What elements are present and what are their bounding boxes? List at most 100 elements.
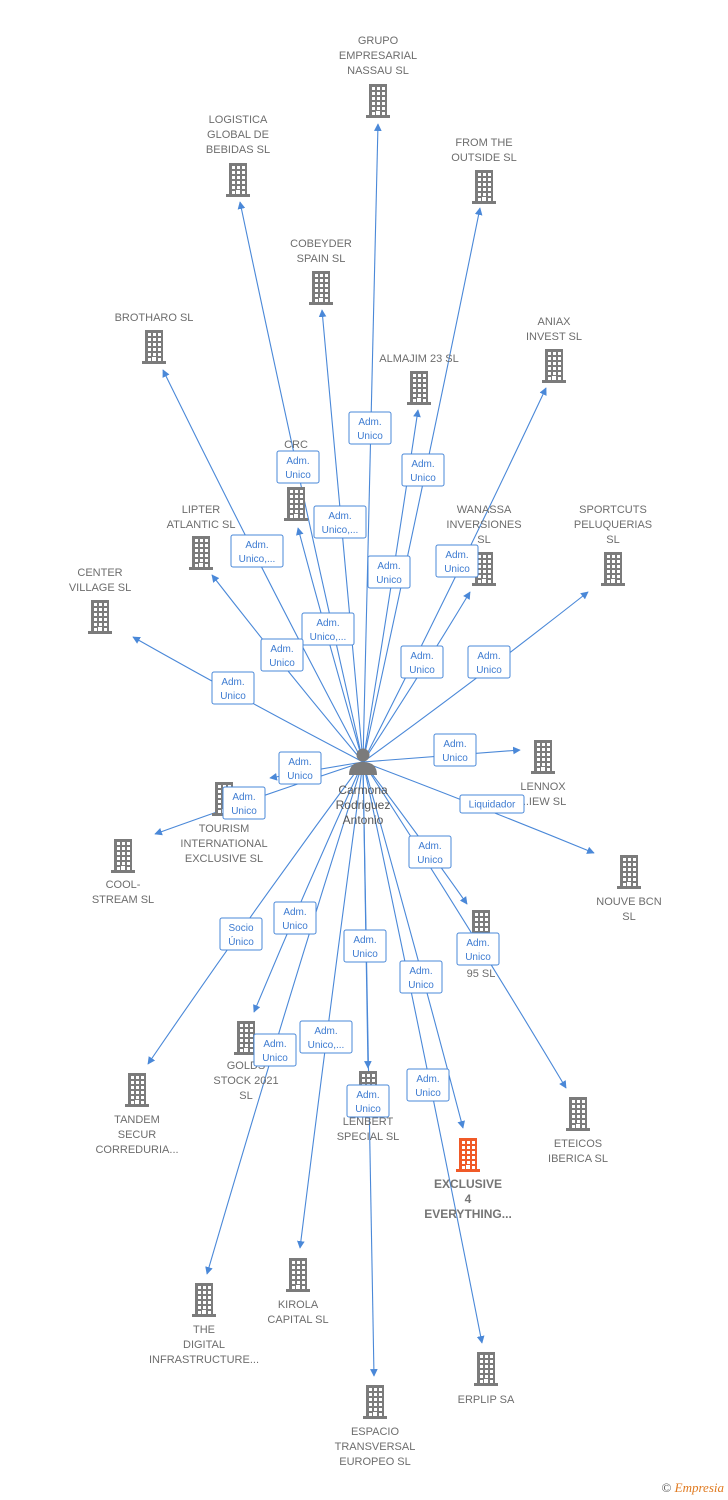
relation-label: Adm.Unico [444, 550, 470, 575]
company-node-coolstream[interactable]: COOL-STREAM SL [92, 839, 154, 906]
relation-badge[interactable]: Adm.Unico [399, 960, 443, 994]
relation-badge[interactable]: Liquidador [459, 794, 525, 814]
relation-badge[interactable]: Adm.Unico [456, 932, 500, 966]
company-node-lennox[interactable]: LENNOX...IEW SL [520, 740, 567, 808]
relation-badge[interactable]: Adm.Unico [467, 645, 511, 679]
building-icon [111, 839, 135, 873]
building-icon [407, 371, 431, 405]
relation-badge[interactable]: Adm.Unico [433, 733, 477, 767]
relation-label: Adm.Unico,... [310, 618, 347, 643]
company-node-brotharo[interactable]: BROTHARO SL [115, 312, 194, 364]
person-icon [349, 748, 377, 775]
relation-label: Adm.Unico,... [322, 511, 359, 536]
relation-label: Adm.Unico [231, 792, 257, 817]
brand-name: Empresia [674, 1480, 724, 1495]
relation-badge[interactable]: Adm.Unico [346, 1084, 390, 1118]
company-node-almajim[interactable]: ALMAJIM 23 SL [379, 353, 459, 405]
copyright-symbol: © [661, 1480, 672, 1495]
relation-badge[interactable]: Adm.Unico [260, 638, 304, 672]
relation-label: Adm.Unico [409, 651, 435, 676]
edge-gva [362, 761, 468, 905]
edge-exclusive4 [362, 761, 465, 1129]
relation-badge[interactable]: Adm.Unico [343, 929, 387, 963]
relation-badge[interactable]: Adm.Unico [348, 411, 392, 445]
edge-tandem [147, 761, 364, 1065]
company-node-erplip[interactable]: ERPLIP SA [458, 1352, 515, 1406]
relation-badge[interactable]: Adm.Unico,... [301, 612, 355, 646]
building-icon [566, 1097, 590, 1131]
relation-badge[interactable]: Adm.Unico [278, 751, 322, 785]
relation-badge[interactable]: Adm.Unico [253, 1033, 297, 1067]
relation-label: Liquidador [469, 800, 516, 811]
relation-badge[interactable]: Adm.Unico [222, 786, 266, 820]
relation-label: Adm.Unico [442, 739, 468, 764]
building-icon [617, 855, 641, 889]
building-icon [189, 536, 213, 570]
building-icon [472, 552, 496, 586]
relation-badge[interactable]: Adm.Unico [435, 544, 479, 578]
relation-badge[interactable]: Adm.Unico [408, 835, 452, 869]
company-label: BROTHARO SL [115, 312, 194, 324]
relation-badge[interactable]: Adm.Unico [400, 645, 444, 679]
relation-label: Adm.Unico [355, 1090, 381, 1115]
relation-badge[interactable]: Adm.Unico [367, 555, 411, 589]
building-icon [363, 1385, 387, 1419]
relation-label: Adm.Unico [220, 677, 246, 702]
relation-badge[interactable]: Adm.Unico,... [299, 1020, 353, 1054]
relation-badge[interactable]: Adm.Unico [406, 1068, 450, 1102]
relation-label: Adm.Unico [417, 841, 443, 866]
relation-badge[interactable]: Adm.Unico [276, 450, 320, 484]
relation-label: Adm.Unico [287, 757, 313, 782]
relation-badge[interactable]: Adm.Unico [211, 671, 255, 705]
edge-thedigital [205, 761, 364, 1275]
relation-badge[interactable]: Adm.Unico,... [230, 534, 284, 568]
relation-label: Adm.Unico [262, 1039, 288, 1064]
relation-label: Adm.Unico [410, 459, 436, 484]
relation-badge[interactable]: Adm.Unico,... [313, 505, 367, 539]
relation-badge[interactable]: Adm.Unico [273, 901, 317, 935]
relation-badge[interactable]: Adm.Unico [401, 453, 445, 487]
building-icon [286, 1258, 310, 1292]
relation-label: Adm.Unico [376, 561, 402, 586]
relation-label: Adm.Unico [285, 456, 311, 481]
building-icon [226, 163, 250, 197]
company-label: COOL-STREAM SL [92, 879, 154, 906]
footer-brand[interactable]: © Empresia [662, 1480, 725, 1496]
building-icon [366, 84, 390, 118]
edge-golds [253, 761, 364, 1013]
building-icon [601, 552, 625, 586]
relations-layer: Adm.UnicoAdm.UnicoAdm.UnicoAdm.Unico,...… [211, 411, 525, 1118]
